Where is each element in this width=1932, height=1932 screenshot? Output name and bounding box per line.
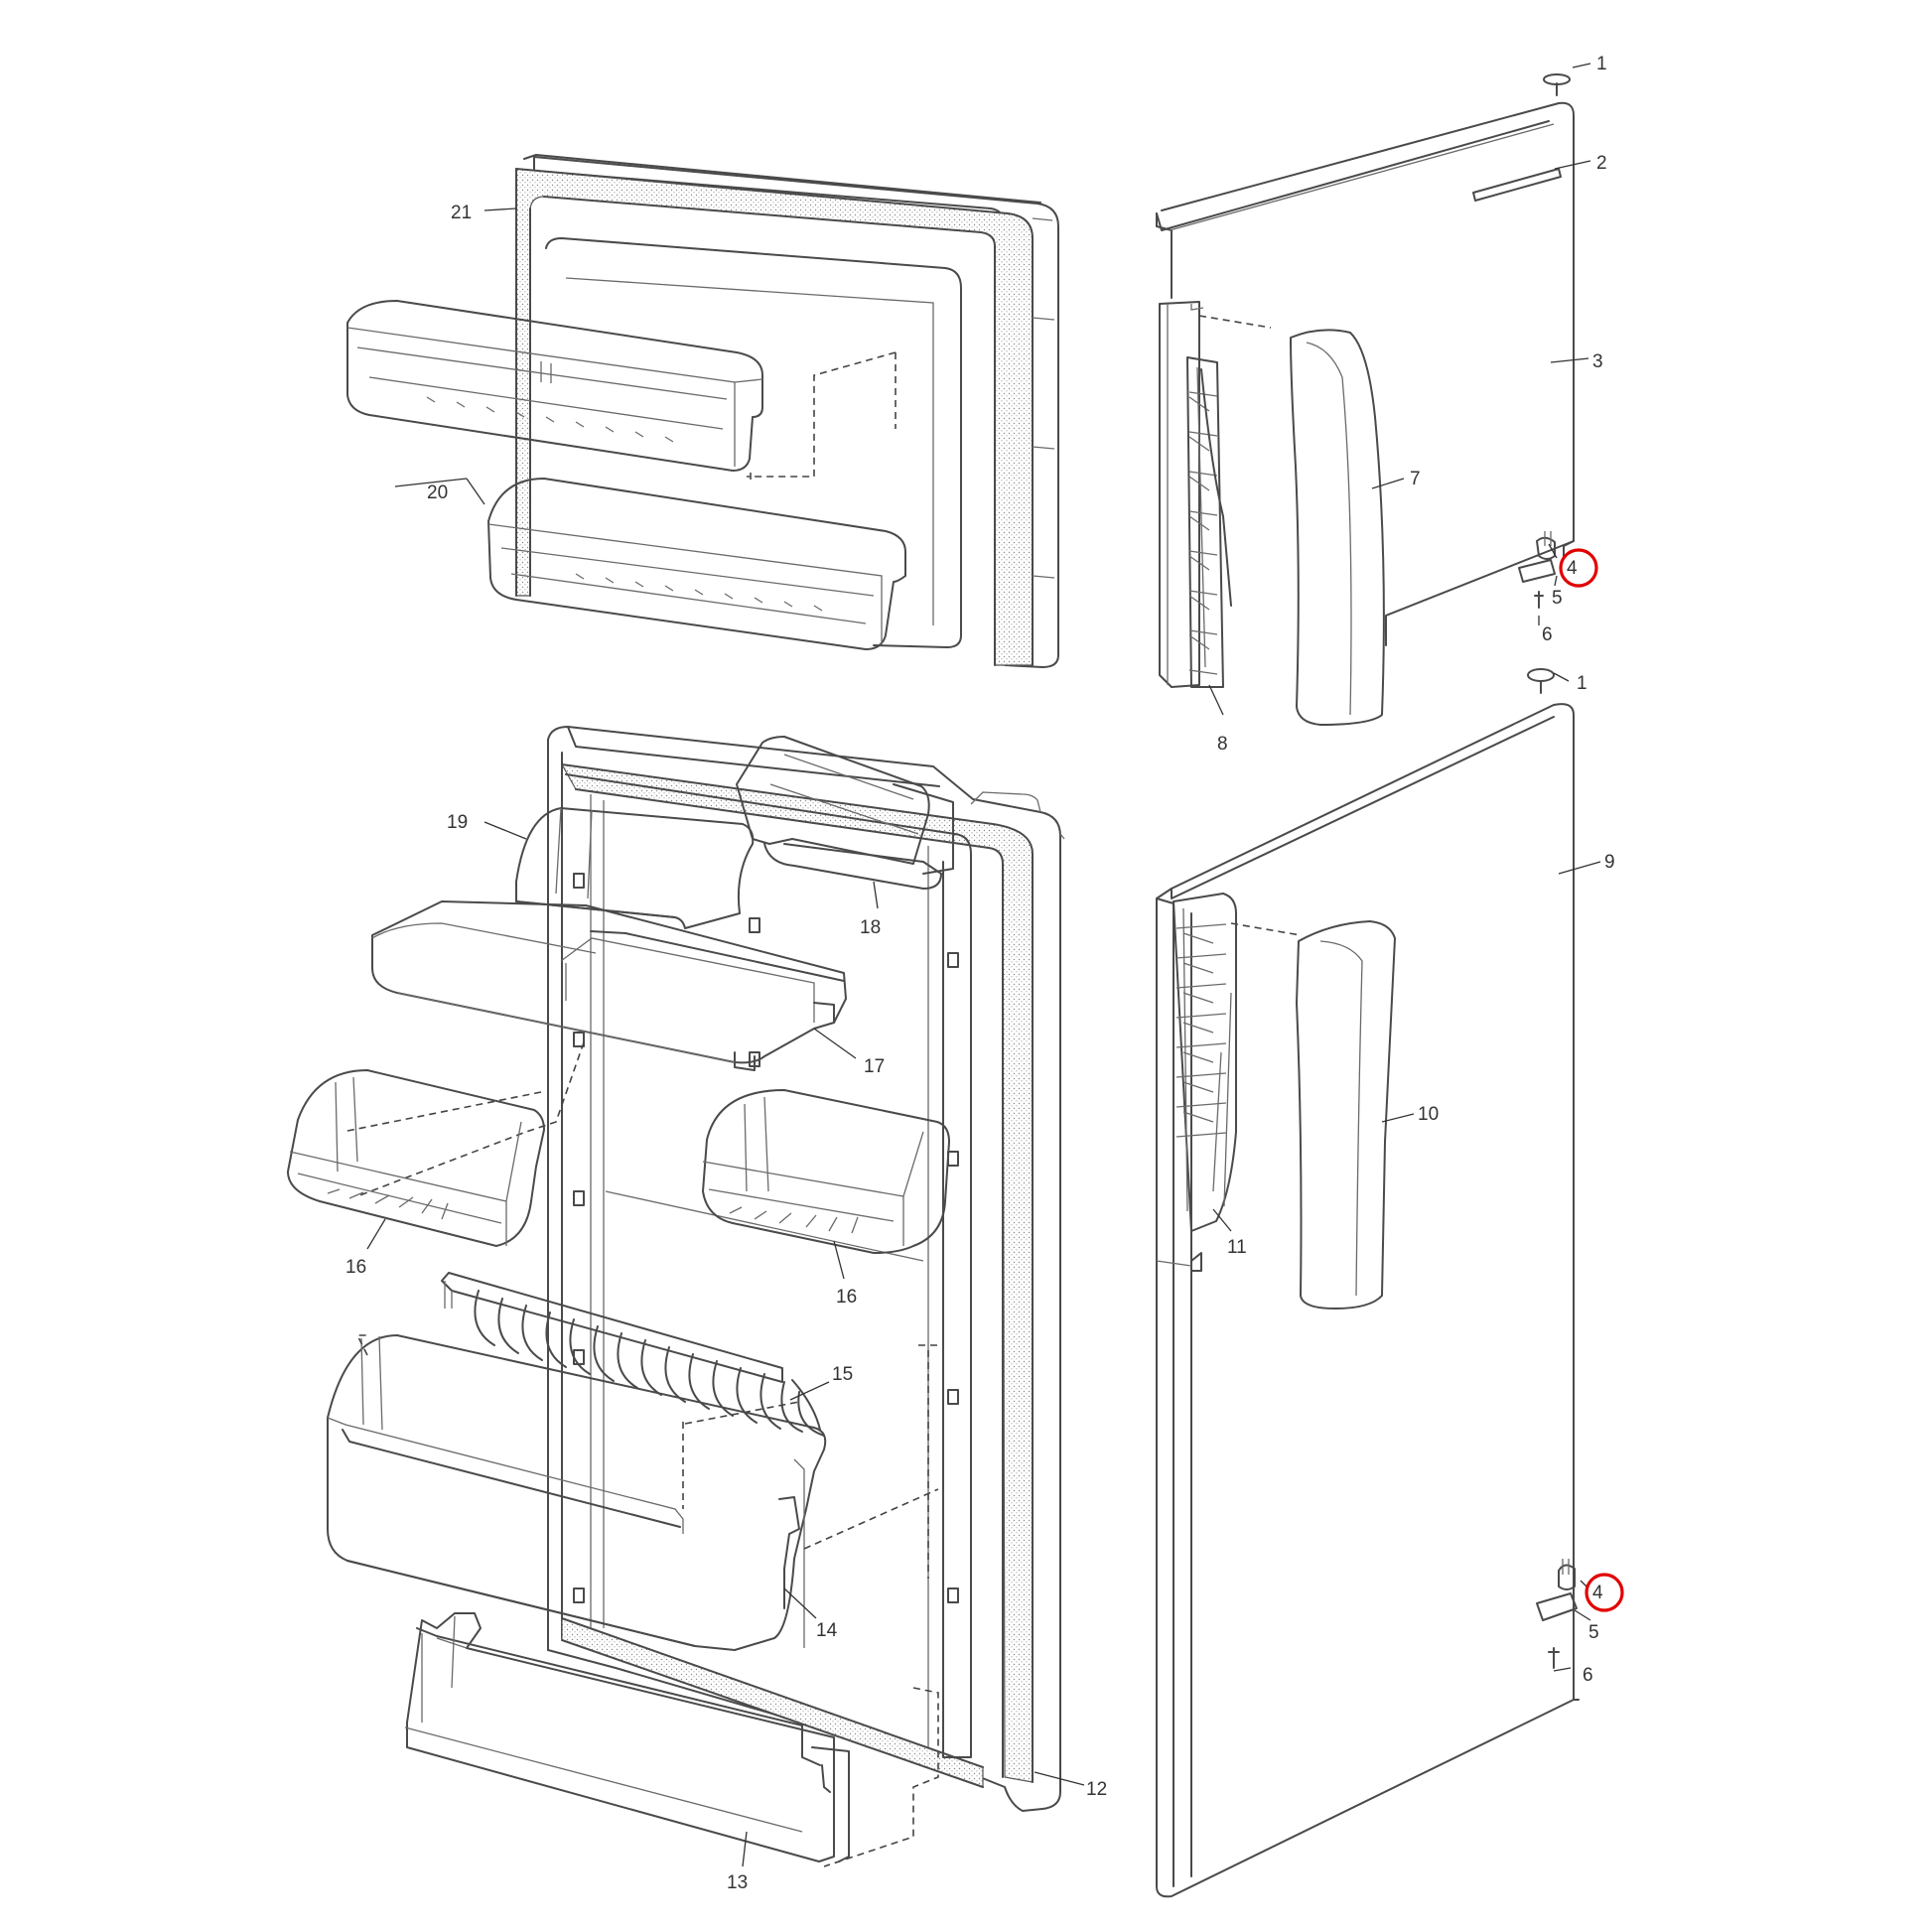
callout-6-fresh-food-screw: 6 bbox=[1583, 1665, 1593, 1686]
freezer-door-handle bbox=[1290, 329, 1385, 726]
dairy-rack bbox=[736, 736, 954, 890]
callout-19-dairy-door: 19 bbox=[447, 812, 468, 833]
door-bin-right bbox=[702, 1089, 950, 1254]
callout-3-freezer-door: 3 bbox=[1592, 351, 1603, 372]
leader-lines bbox=[366, 63, 1601, 1867]
callout-20-freezer-door-bins: 20 bbox=[427, 483, 448, 503]
callout-9-fresh-food-door: 9 bbox=[1604, 852, 1615, 873]
callout-18-dairy-rack: 18 bbox=[860, 917, 881, 938]
fresh-food-door-trim-strip bbox=[1173, 893, 1237, 1232]
callout-16-door-bin-right: 16 bbox=[836, 1287, 857, 1308]
callout-16-door-bin-left: 16 bbox=[345, 1257, 366, 1278]
highlight-ring-lower bbox=[1585, 1573, 1624, 1612]
freezer-door-liner bbox=[515, 154, 1059, 668]
freezer-door-trim-strip bbox=[1186, 356, 1232, 688]
callout-15-shelf-retainer: 15 bbox=[832, 1364, 853, 1385]
callout-7-freezer-handle: 7 bbox=[1410, 469, 1421, 489]
callout-4-fresh-food-hinge-bushing: 4 bbox=[1592, 1583, 1603, 1603]
callout-6-freezer-screw: 6 bbox=[1542, 624, 1553, 645]
fresh-food-door-handle bbox=[1296, 920, 1396, 1310]
callout-labels: 1 2 3 4 5 6 7 8 1 9 10 11 4 5 6 12 13 14… bbox=[345, 54, 1615, 1893]
freezer-door-outer-panel bbox=[1156, 101, 1575, 688]
callout-21-freezer-gasket: 21 bbox=[451, 203, 472, 223]
callout-1-fresh-food-hinge-cap: 1 bbox=[1577, 673, 1587, 694]
callout-5-freezer-stop: 5 bbox=[1552, 588, 1563, 609]
callout-17-door-shelf: 17 bbox=[864, 1056, 885, 1077]
callout-2-nameplate: 2 bbox=[1596, 153, 1607, 174]
door-bottom-shelf bbox=[404, 1612, 850, 1863]
highlight-ring-upper bbox=[1559, 548, 1598, 588]
callout-13-bottom-shelf: 13 bbox=[727, 1872, 748, 1893]
fresh-food-door-outer-panel bbox=[1156, 703, 1580, 1898]
callout-1-freezer-hinge-cap: 1 bbox=[1596, 54, 1607, 74]
door-shelf-upper bbox=[371, 900, 847, 1071]
callout-14-large-bin: 14 bbox=[816, 1620, 838, 1641]
door-bin-large bbox=[327, 1334, 939, 1651]
freezer-hinge-hardware bbox=[1518, 73, 1571, 609]
shelf-retainer-bar bbox=[441, 1272, 825, 1437]
freezer-door-bin-upper bbox=[346, 300, 763, 472]
fresh-food-hinge-hardware bbox=[1527, 668, 1578, 1669]
door-bin-left bbox=[287, 1069, 545, 1247]
freezer-door-bin-lower bbox=[487, 478, 906, 650]
fresh-food-door-liner bbox=[342, 726, 1065, 1867]
callout-12-door-gasket: 12 bbox=[1086, 1779, 1107, 1800]
dairy-compartment-door bbox=[515, 807, 755, 929]
callout-4-freezer-hinge-bushing: 4 bbox=[1567, 558, 1578, 579]
callout-5-fresh-food-stop: 5 bbox=[1588, 1622, 1599, 1643]
callout-11-fresh-food-trim: 11 bbox=[1227, 1237, 1247, 1258]
callout-8-freezer-trim: 8 bbox=[1217, 734, 1228, 755]
callout-10-fresh-food-handle: 10 bbox=[1418, 1104, 1439, 1125]
